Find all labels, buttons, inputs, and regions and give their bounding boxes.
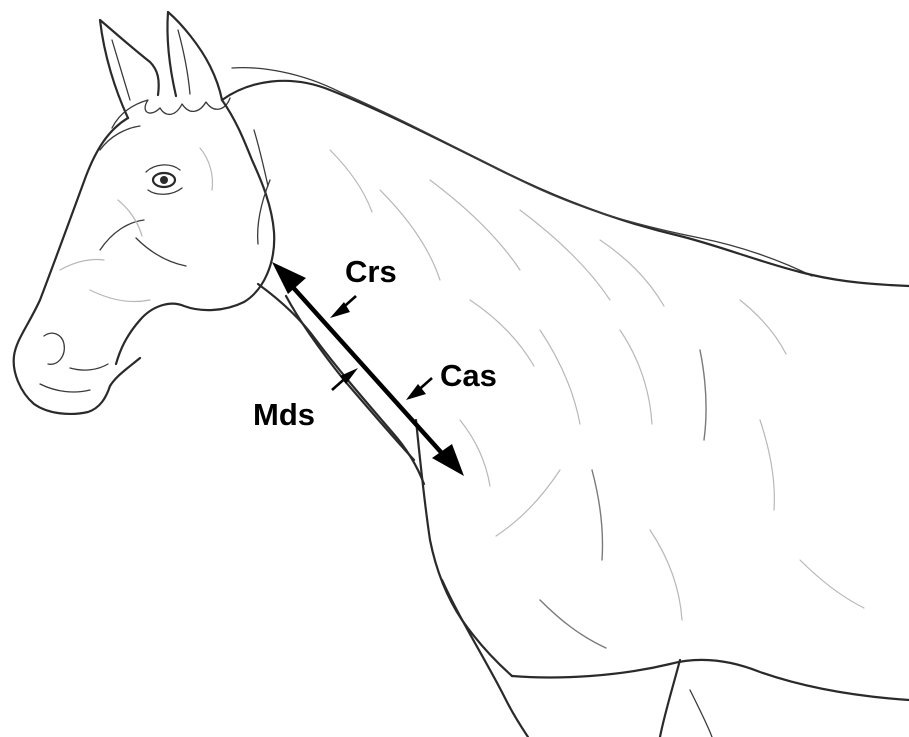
forelock <box>112 98 230 128</box>
mane-edge <box>232 68 812 276</box>
jowl <box>116 100 274 364</box>
label-cas: Cas <box>440 360 497 391</box>
nostril <box>44 333 64 364</box>
chest-line <box>416 420 512 676</box>
back-line <box>800 272 909 286</box>
rear-of-leg <box>660 660 680 737</box>
cas-pointer-arrow <box>406 378 432 400</box>
neck-crest <box>222 81 800 272</box>
front-leg <box>442 580 528 737</box>
arrow-head-cranial <box>272 262 306 294</box>
label-crs: Crs <box>345 256 397 287</box>
crs-pointer-arrow <box>330 296 356 318</box>
left-ear <box>100 20 159 118</box>
right-ear <box>167 12 222 100</box>
neck-axis-arrow <box>272 262 464 476</box>
label-mds: Mds <box>253 399 315 430</box>
